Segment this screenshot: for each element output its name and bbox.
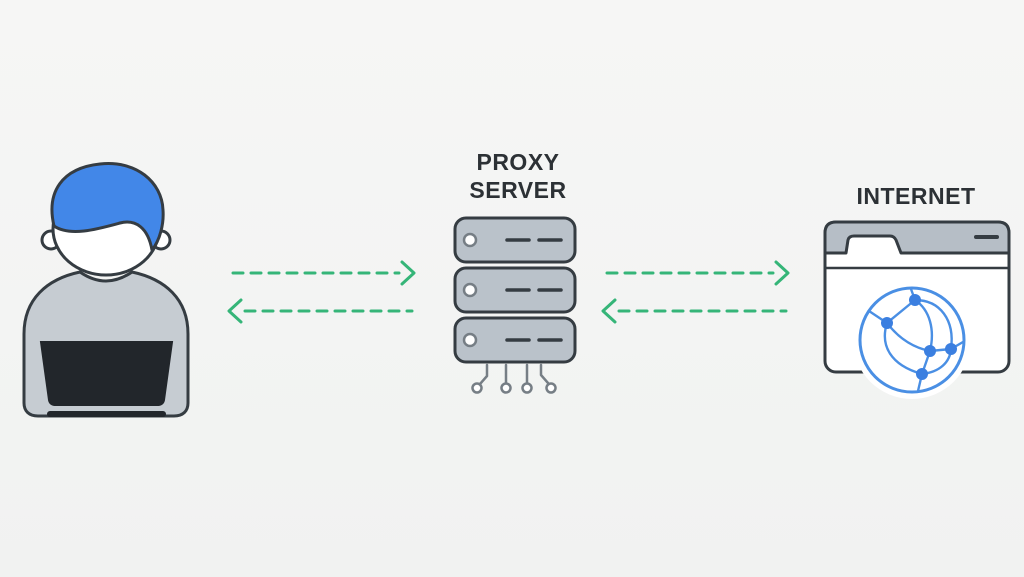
- server-unit: [453, 266, 577, 314]
- globe-node: [909, 294, 921, 306]
- request-arrow-proxy-to-internet: [605, 260, 790, 286]
- globe-node: [945, 343, 957, 355]
- arrowhead-left-icon: [227, 298, 243, 324]
- pin-wire: [539, 363, 550, 385]
- laptop-base: [47, 411, 166, 417]
- user-figure: [22, 162, 190, 418]
- arrowhead-right-icon: [400, 260, 416, 286]
- proxy-server-label-line1: PROXY: [476, 149, 559, 175]
- globe-edge: [883, 321, 924, 376]
- server-stack-icon: [453, 216, 577, 394]
- pin-node: [521, 382, 533, 394]
- pin-node: [545, 382, 557, 394]
- globe-node: [916, 368, 928, 380]
- browser-header: [823, 220, 1011, 255]
- internet-group: INTERNET: [823, 183, 1011, 399]
- server-led: [462, 332, 478, 348]
- globe-network-icon: [858, 286, 966, 394]
- arrowhead-left-icon: [601, 298, 617, 324]
- globe-node: [924, 345, 936, 357]
- server-led: [462, 282, 478, 298]
- globe-edge: [885, 298, 917, 325]
- response-arrow-internet-to-proxy: [601, 298, 788, 324]
- server-led: [462, 232, 478, 248]
- server-connector-pins: [471, 363, 557, 394]
- user-hair: [50, 162, 165, 252]
- laptop-screen: [39, 341, 174, 406]
- server-unit: [453, 316, 577, 364]
- globe-edge: [913, 298, 953, 351]
- request-arrow-user-to-proxy: [231, 260, 416, 286]
- pin-wire: [478, 363, 489, 386]
- browser-globe-icon: [823, 220, 1011, 399]
- arrowhead-right-icon: [774, 260, 790, 286]
- proxy-server-group: PROXY SERVER: [453, 149, 577, 394]
- server-unit: [453, 216, 577, 264]
- pin-node: [500, 382, 512, 394]
- response-arrow-proxy-to-user: [227, 298, 414, 324]
- globe-node: [881, 317, 893, 329]
- pin-node: [471, 382, 483, 394]
- globe-circle: [858, 286, 966, 394]
- internet-label: INTERNET: [857, 183, 976, 209]
- proxy-server-label-line2: SERVER: [469, 177, 566, 203]
